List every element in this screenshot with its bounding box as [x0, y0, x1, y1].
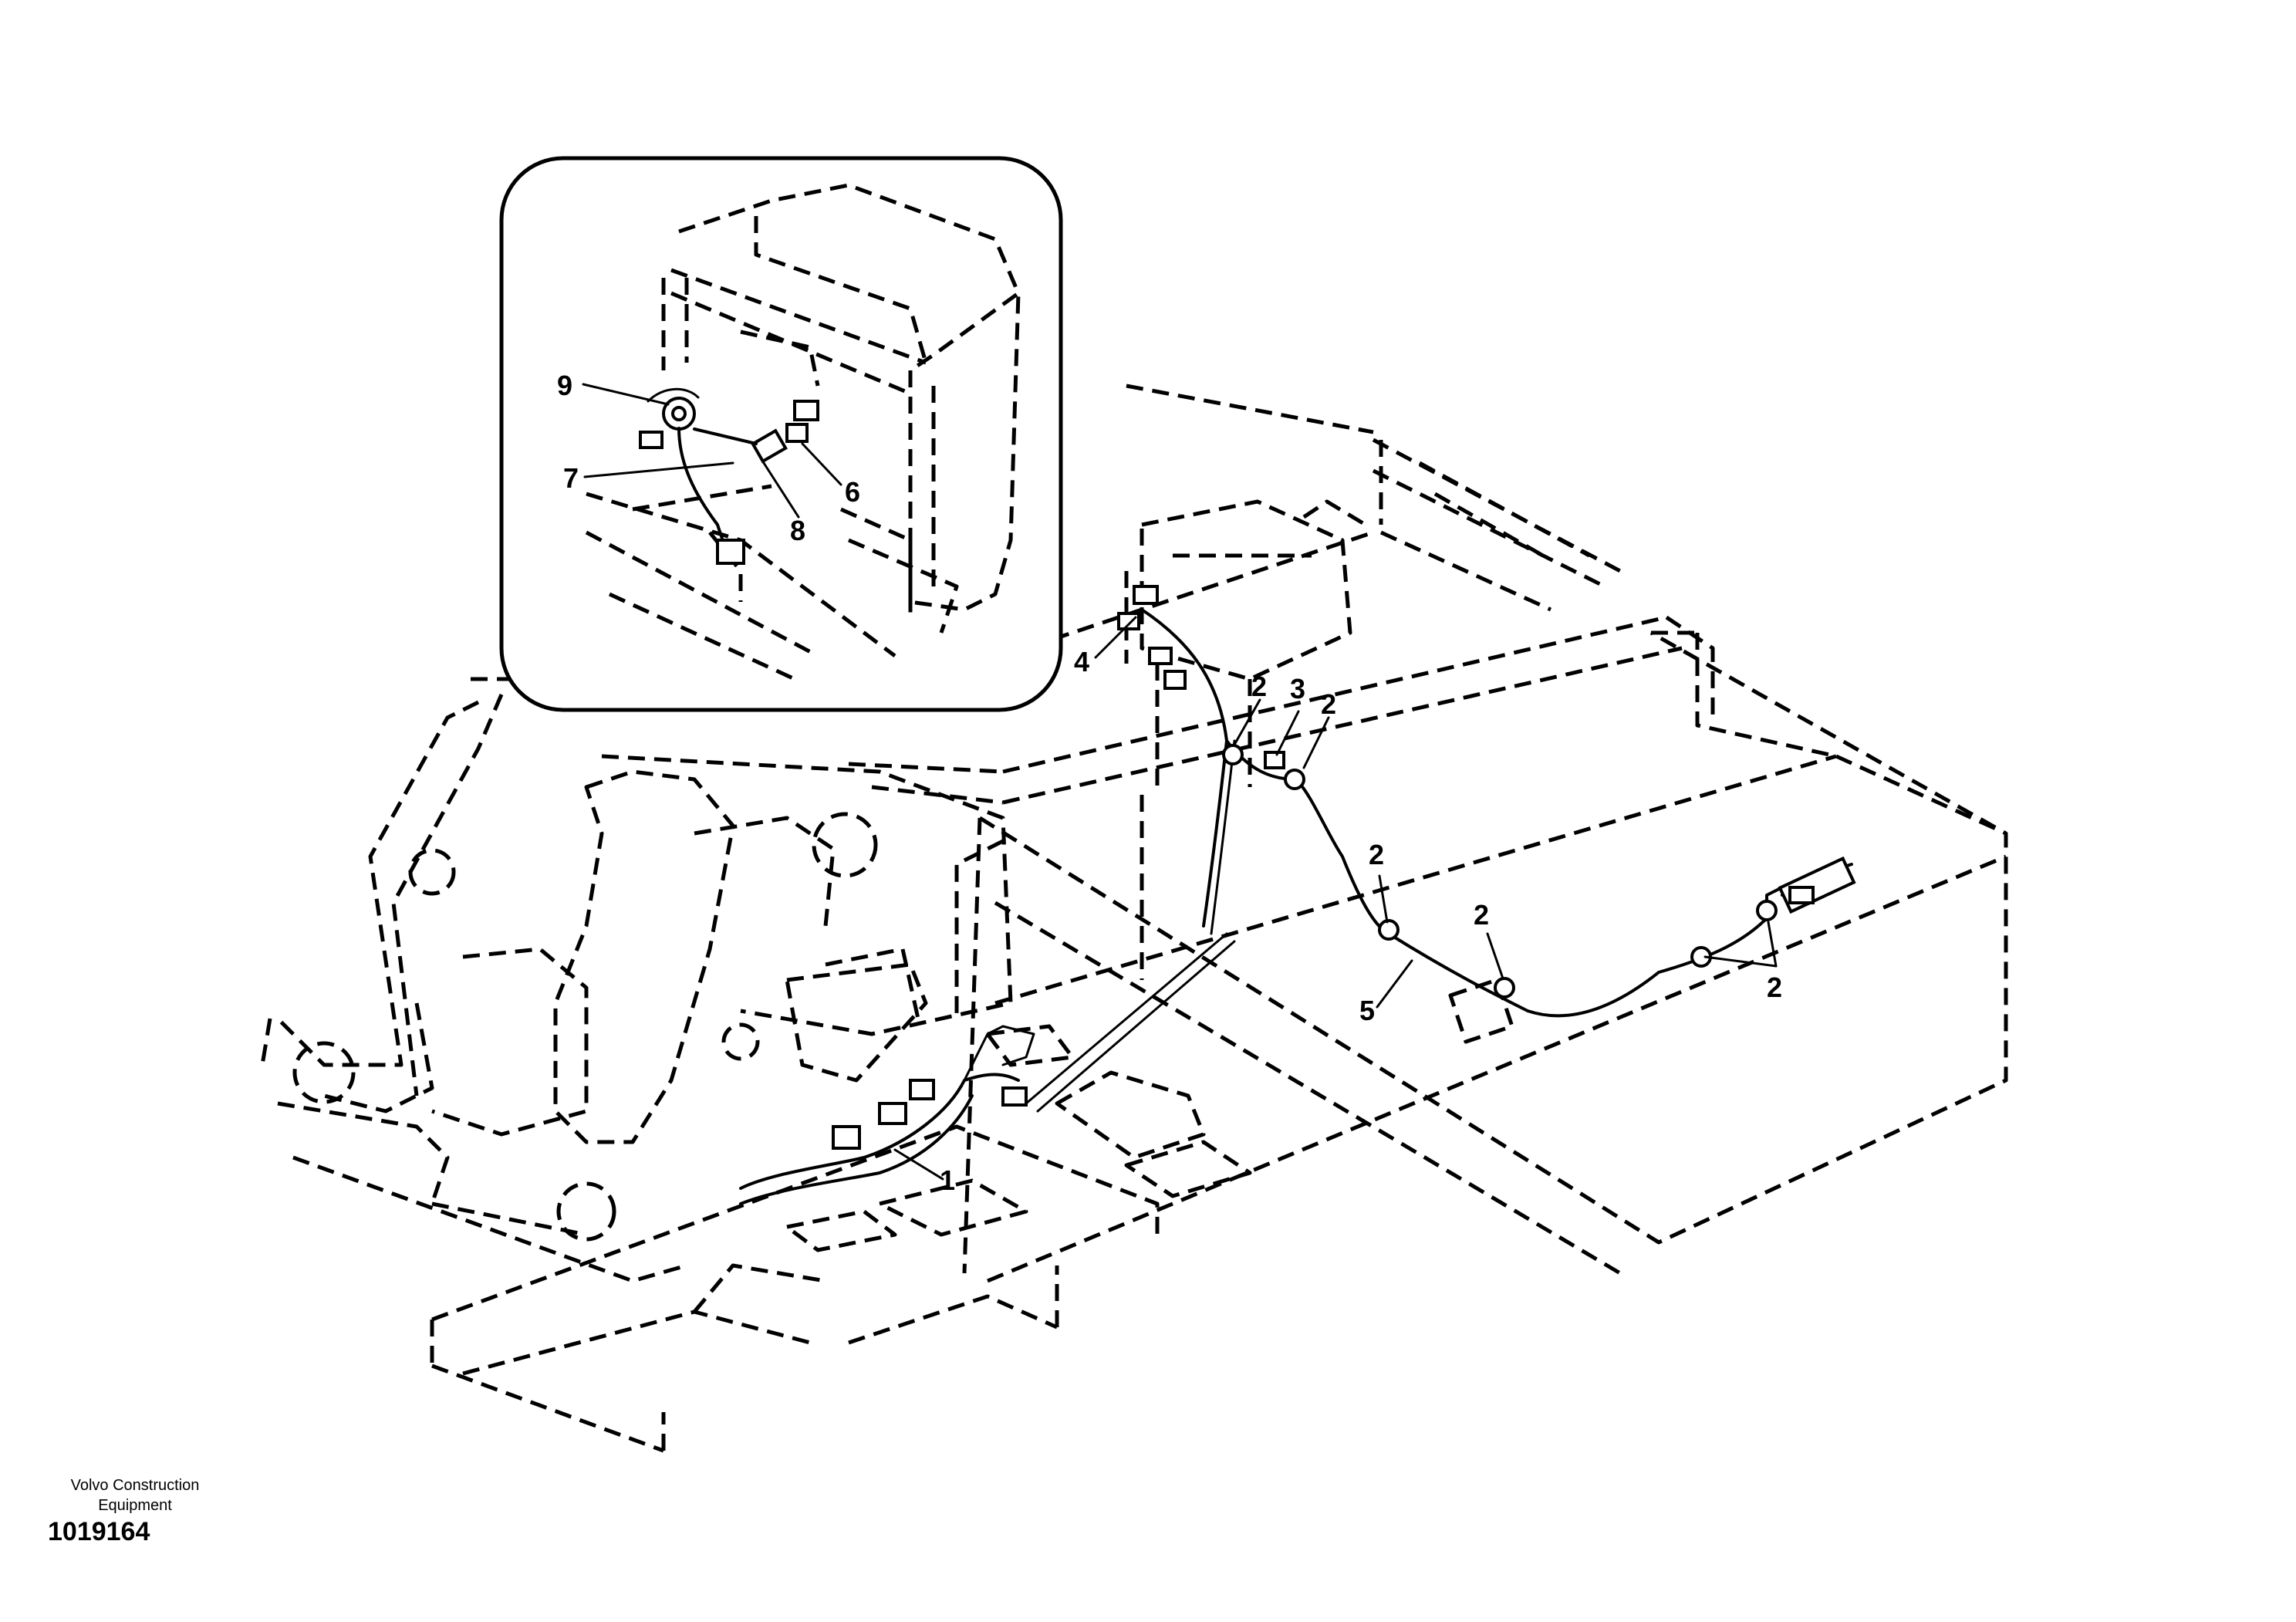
detail-inset	[499, 156, 1063, 712]
connector-part	[1133, 585, 1159, 605]
connector-part	[1148, 647, 1173, 665]
company-caption: Volvo Construction Equipment	[46, 1475, 224, 1516]
sensor-core	[671, 406, 687, 421]
machine-frame-outline	[260, 384, 2008, 1453]
clamp-part	[1222, 744, 1244, 765]
connector-part	[909, 1079, 935, 1100]
callout-8: 8	[790, 515, 805, 546]
clamp-part	[1494, 977, 1515, 999]
connector-part	[832, 1125, 861, 1150]
callout-2: 2	[1369, 839, 1384, 870]
clamp-part	[1756, 900, 1778, 921]
callout-6: 6	[845, 476, 860, 508]
connector-part	[1264, 751, 1285, 769]
callout-5: 5	[1359, 995, 1375, 1026]
callout-2: 2	[1321, 688, 1336, 720]
callout-3: 3	[1290, 673, 1305, 705]
connector-part	[793, 400, 819, 421]
connector-part	[785, 423, 809, 443]
switch-part	[751, 428, 788, 464]
connector-part	[1117, 612, 1140, 630]
callout-4: 4	[1074, 646, 1089, 678]
callout-1: 1	[940, 1164, 955, 1196]
callout-7: 7	[563, 462, 579, 494]
leader-lines	[582, 383, 1778, 1181]
document-number: 1019164	[48, 1517, 150, 1546]
callout-2: 2	[1767, 972, 1782, 1003]
company-line-2: Equipment	[98, 1497, 172, 1514]
clamp-part	[1378, 919, 1400, 941]
connector-part	[1001, 1086, 1028, 1107]
connector-part	[716, 539, 745, 565]
callout-2: 2	[1251, 671, 1267, 702]
callout-2: 2	[1474, 899, 1489, 931]
clamp-part	[1284, 769, 1305, 790]
company-line-1: Volvo Construction	[70, 1477, 200, 1494]
connector-part	[639, 431, 663, 449]
connector-part	[1163, 670, 1187, 690]
callout-numbers: 9 7 6 8 4 2 3 2 2 2 2 5 1	[557, 370, 1782, 1196]
callout-9: 9	[557, 370, 572, 401]
connector-part	[1788, 886, 1815, 904]
connector-part	[878, 1102, 907, 1125]
